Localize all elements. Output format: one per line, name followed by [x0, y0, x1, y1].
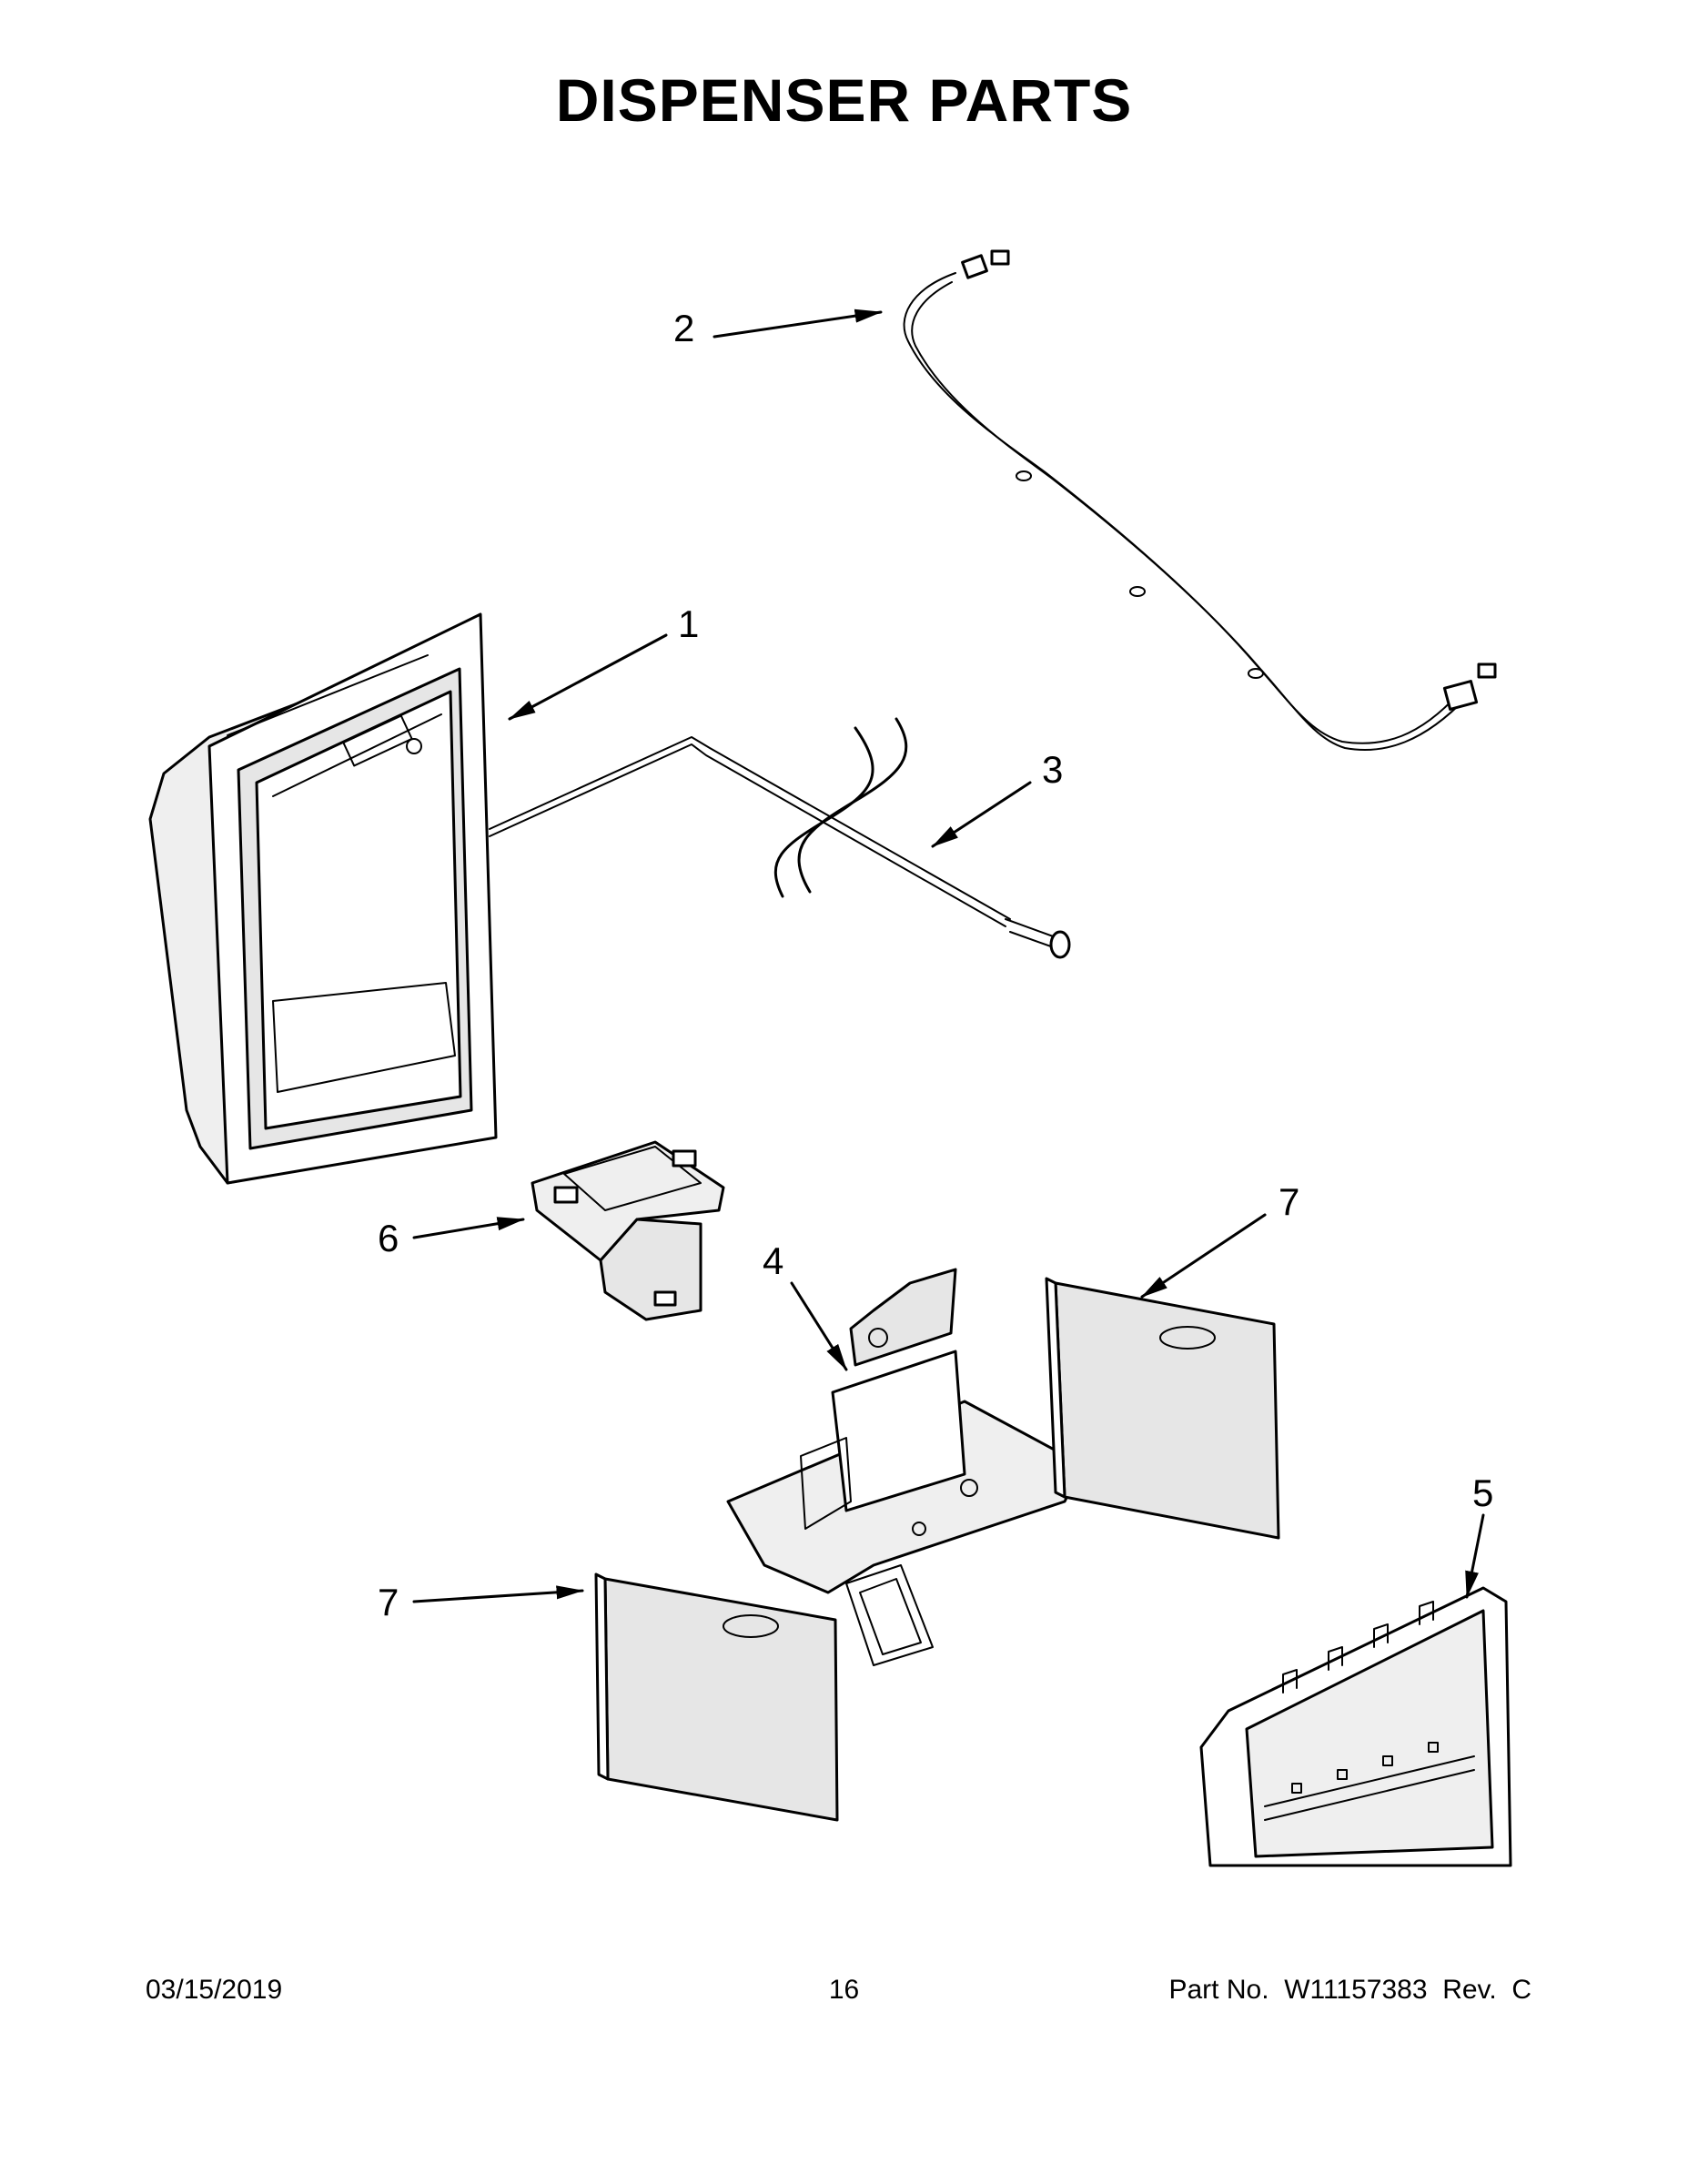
callout-7-right: 7	[1279, 1180, 1299, 1223]
leader-7-left	[412, 1585, 584, 1603]
footer-part-number: Part No. W11157383 Rev. C	[1168, 1975, 1531, 2005]
part-7-filler-panel-right[interactable]	[1045, 1277, 1280, 1540]
callout-6: 6	[378, 1217, 399, 1259]
leader-6	[412, 1217, 525, 1239]
leader-3	[931, 781, 1032, 848]
leader-5	[1465, 1513, 1485, 1599]
leader-1	[508, 633, 668, 721]
page-title: DISPENSER PARTS	[555, 66, 1133, 134]
footer-date: 03/15/2019	[146, 1975, 283, 2005]
callout-2: 2	[673, 307, 694, 349]
part-3-water-tube[interactable]	[489, 717, 1071, 959]
leader-4	[790, 1281, 848, 1371]
callout-4: 4	[763, 1239, 783, 1282]
callout-5: 5	[1472, 1471, 1493, 1514]
part-6-bracket[interactable]	[531, 1140, 725, 1321]
leader-2	[713, 308, 883, 339]
part-1-dispenser-housing[interactable]	[148, 612, 498, 1185]
leader-7-right	[1140, 1213, 1267, 1299]
part-5-control-panel[interactable]	[1199, 1586, 1512, 1867]
callout-1: 1	[678, 602, 699, 645]
footer-page-number: 16	[828, 1975, 860, 2005]
part-2-wire-harness[interactable]	[903, 249, 1497, 752]
part-4-control-assembly[interactable]	[726, 1268, 1085, 1666]
callout-3: 3	[1042, 748, 1063, 791]
part-7-filler-panel-left[interactable]	[594, 1572, 839, 1822]
callout-7-left: 7	[378, 1581, 399, 1623]
